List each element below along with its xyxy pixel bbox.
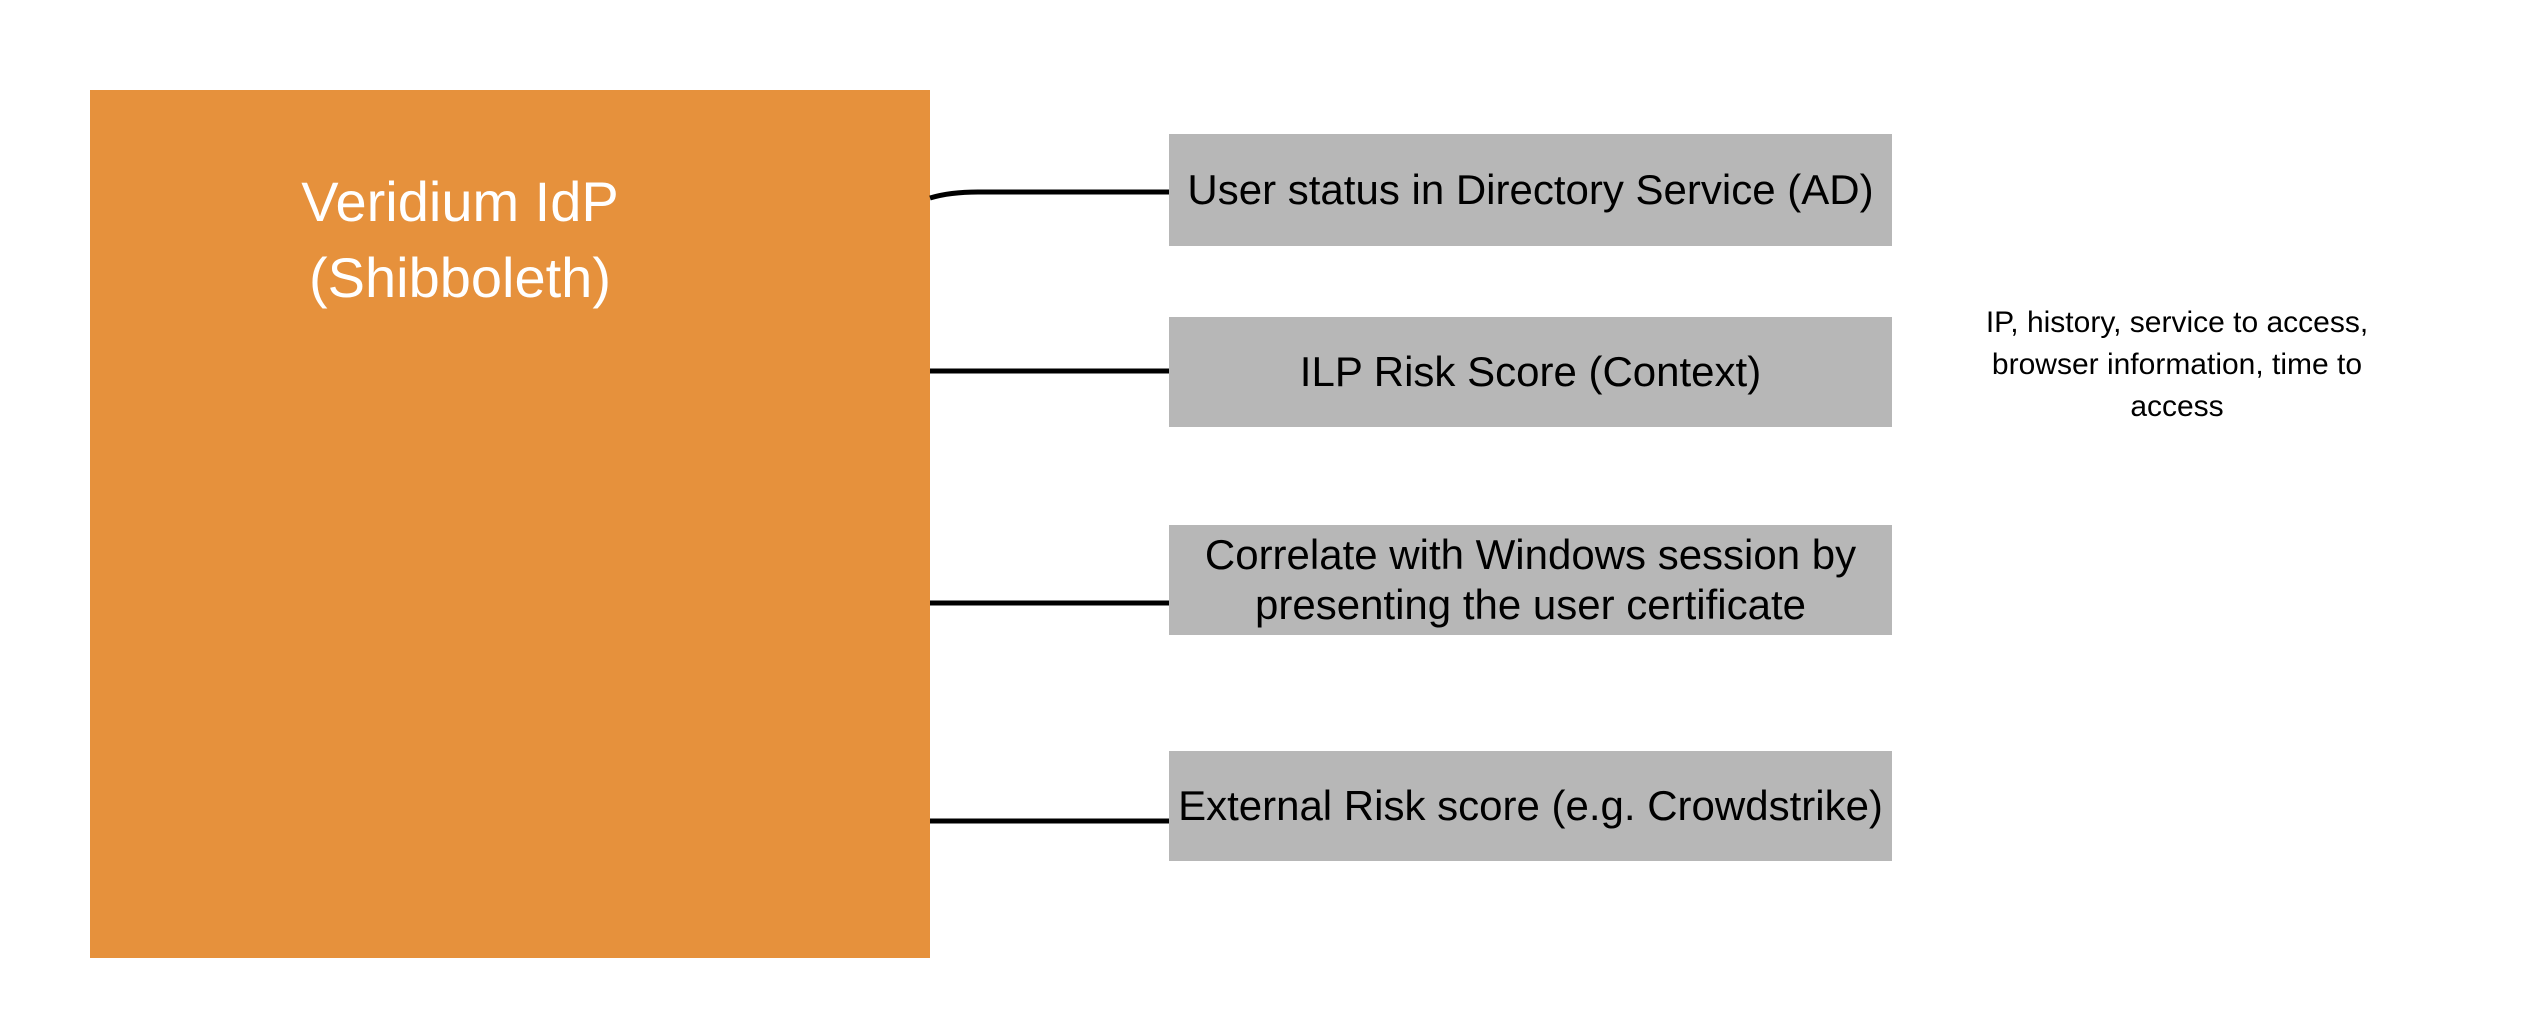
factor-box-label: External Risk score (e.g. Crowdstrike): [1178, 782, 1883, 829]
veridium-idp-shape: Veridium IdP (Shibboleth): [90, 90, 930, 958]
context-annotation: IP, history, service to access, browser …: [1985, 306, 2369, 423]
factor-box-label: Correlate with Windows session by presen…: [1204, 531, 1857, 628]
factor-box-label: User status in Directory Service (AD): [1187, 166, 1874, 213]
factor-box-label: ILP Risk Score (Context): [1299, 348, 1762, 395]
factor-box-ilp-risk-score: ILP Risk Score (Context): [1169, 317, 1892, 427]
factor-box-user-status: User status in Directory Service (AD): [1169, 134, 1892, 246]
veridium-idp-label: Veridium IdP (Shibboleth): [301, 170, 619, 309]
factor-box-external-risk-score: External Risk score (e.g. Crowdstrike): [1169, 751, 1892, 861]
factor-box-windows-session: Correlate with Windows session by presen…: [1169, 525, 1892, 635]
connector-line-1: [929, 189, 1169, 201]
